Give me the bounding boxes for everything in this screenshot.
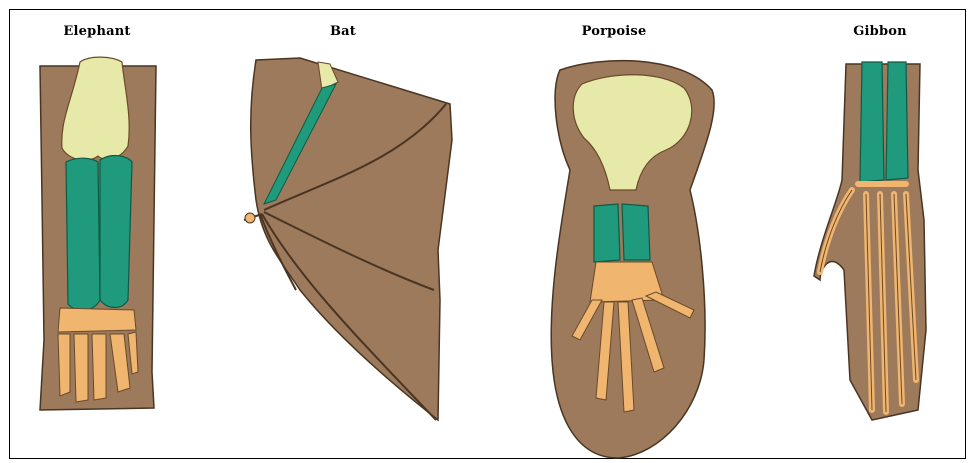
gibbon-radius [860,62,884,182]
gibbon-ulna [886,62,908,180]
